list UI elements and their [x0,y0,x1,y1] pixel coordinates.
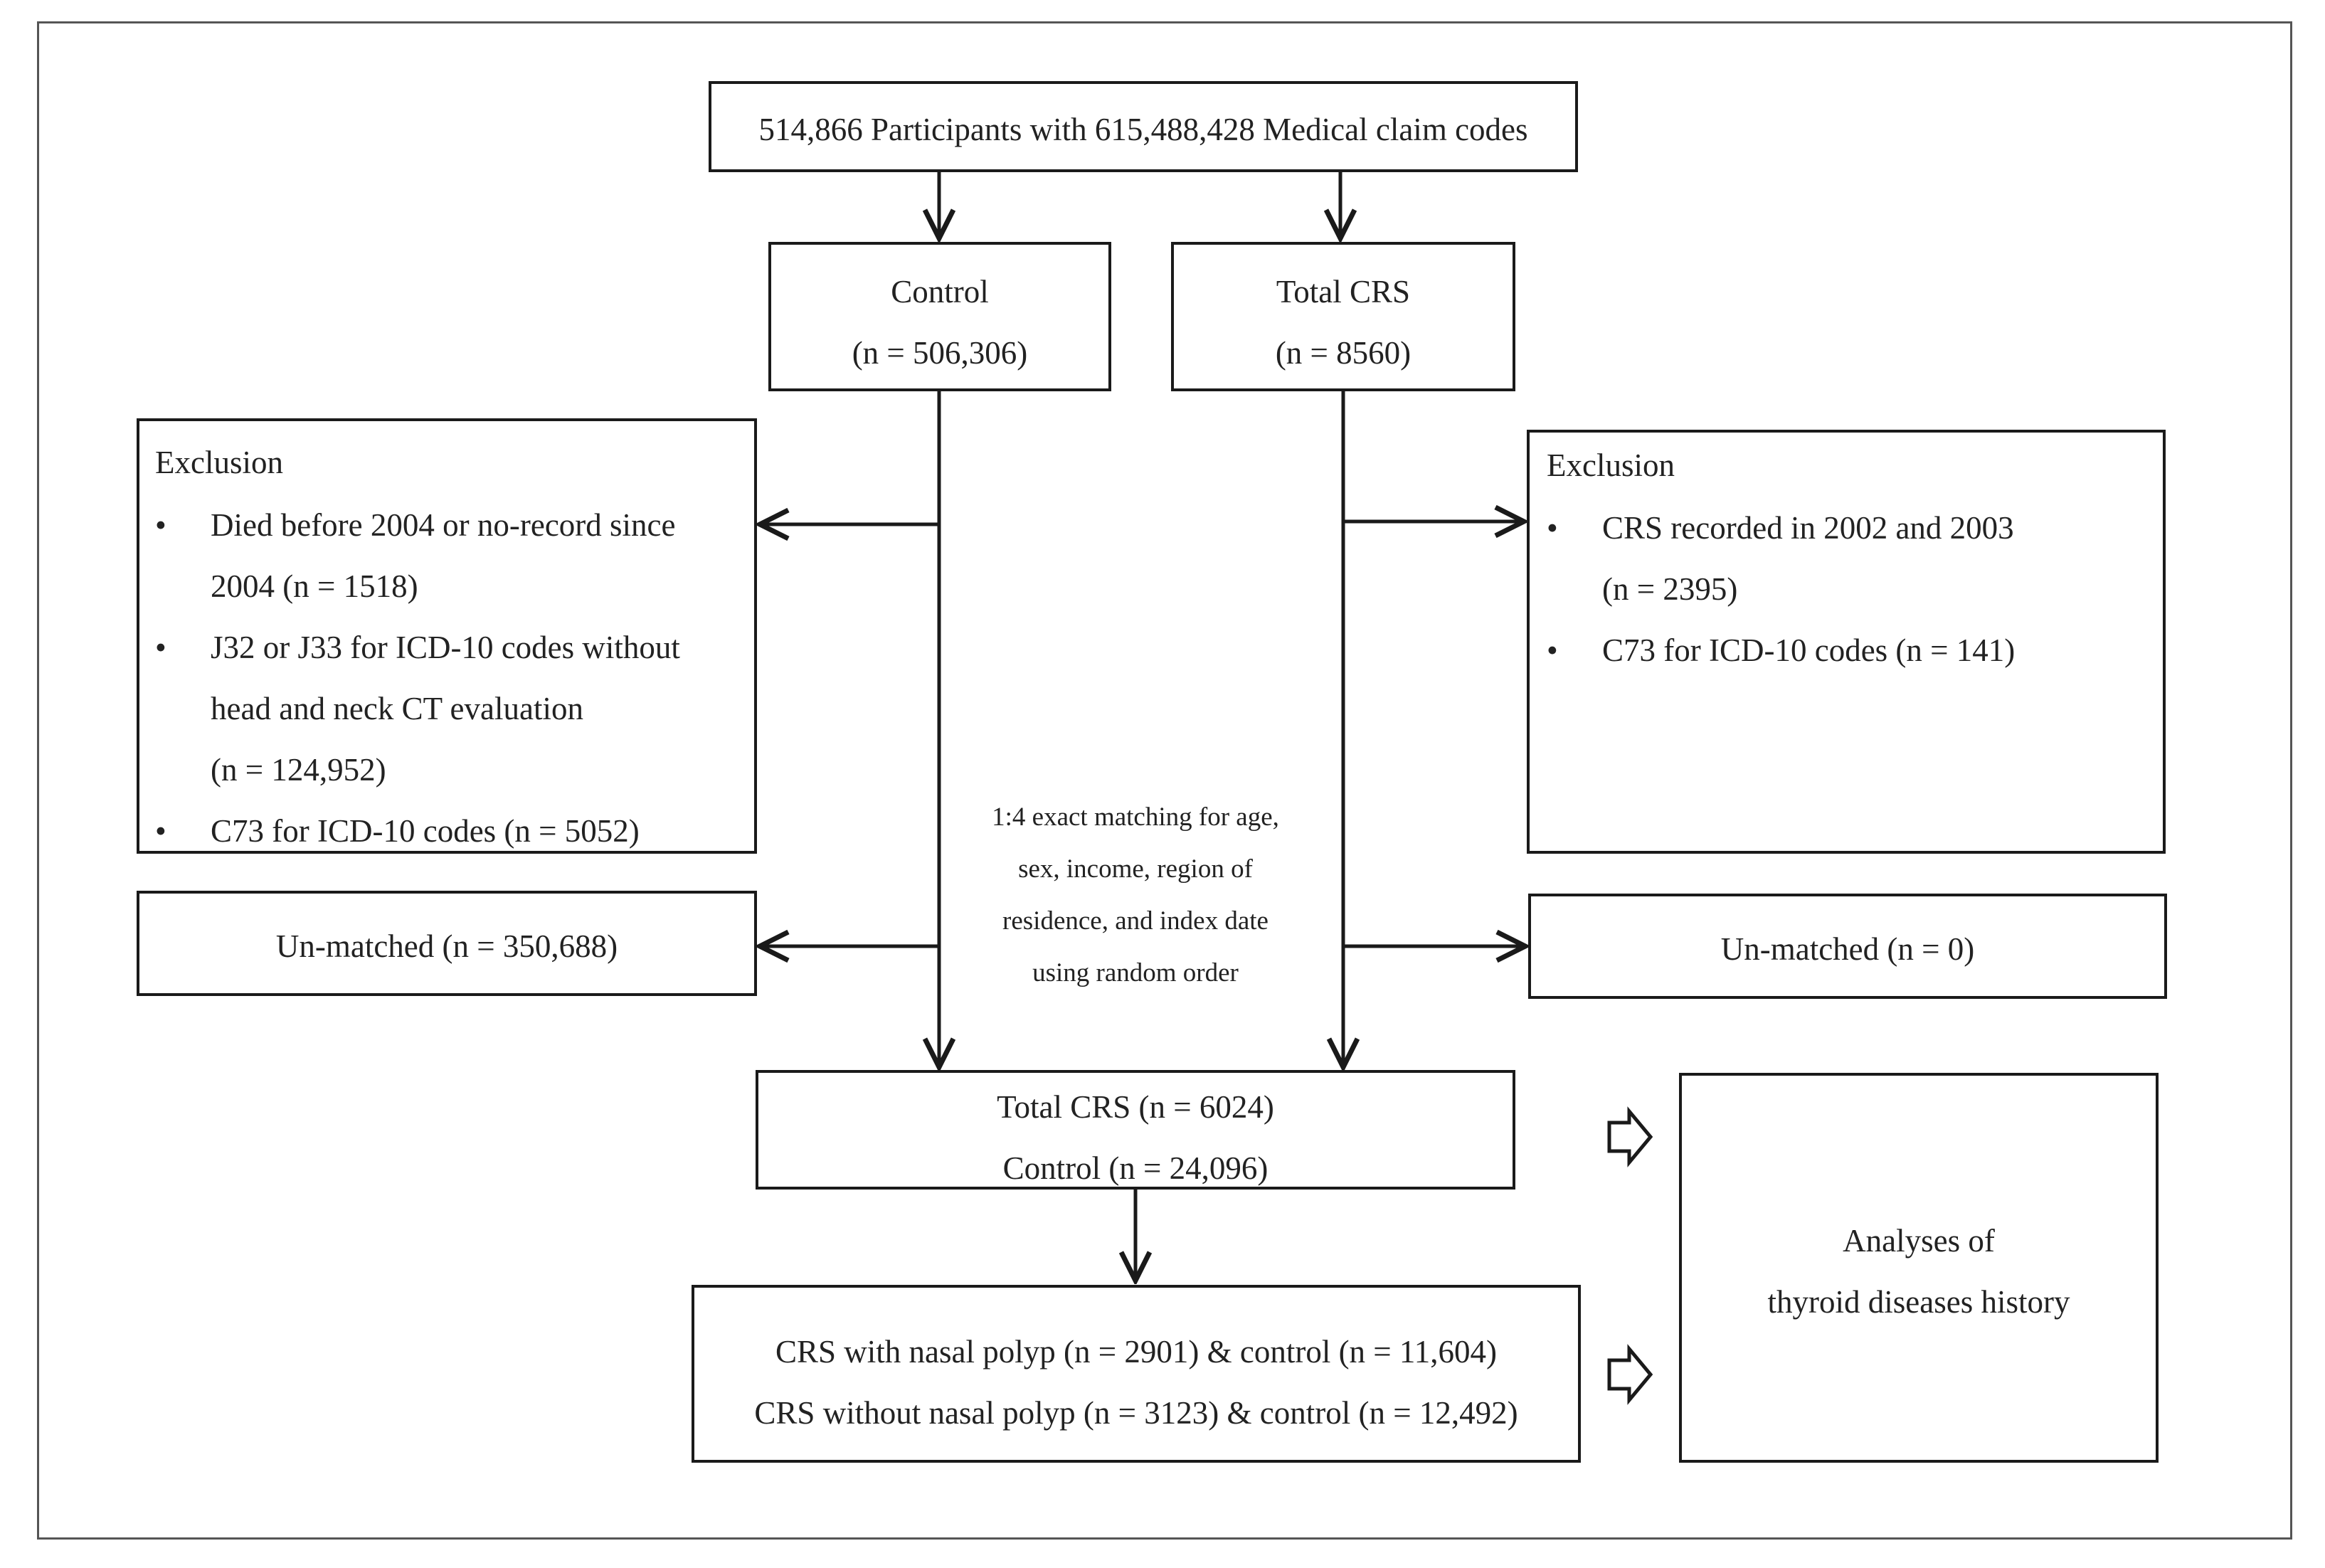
subgroup-with-polyp-label: CRS with nasal polyp (n = 2901) & contro… [775,1334,1498,1370]
exclusion-left-item-2-line-2: head and neck CT evaluation [211,691,583,726]
total-crs-count: (n = 8560) [1275,335,1412,371]
participants-box: 514,866 Participants with 615,488,428 Me… [709,81,1578,172]
matching-note: 1:4 exact matching for age, sex, income,… [958,791,1313,999]
total-crs-title: Total CRS [1276,274,1411,309]
exclusion-left-item-3-line-1: C73 for ICD-10 codes (n = 5052) [211,813,640,849]
figure-border [37,21,2292,1540]
exclusion-left-item-1-line-2: 2004 (n = 1518) [211,568,418,604]
control-count: (n = 506,306) [852,335,1028,371]
analyses-label-line-1: Analyses of [1843,1223,1995,1259]
exclusion-left-item-1-line-1: Died before 2004 or no-record since [211,507,676,543]
exclusion-left-item-2-line-1: J32 or J33 for ICD-10 codes without [211,630,680,665]
matching-note-line-3: residence, and index date [1002,906,1269,936]
matched-crs-label: Total CRS (n = 6024) [997,1089,1274,1125]
unmatched-left-box: Un-matched (n = 350,688) [137,891,757,996]
control-box: Control (n = 506,306) [768,242,1111,391]
bullet-icon: • [155,630,166,665]
participants-label: 514,866 Participants with 615,488,428 Me… [758,112,1528,147]
control-title: Control [891,274,989,309]
subgroups-box: CRS with nasal polyp (n = 2901) & contro… [692,1285,1581,1463]
exclusion-left-box: Exclusion • Died before 2004 or no-recor… [137,418,757,854]
total-crs-box: Total CRS (n = 8560) [1171,242,1515,391]
matching-note-line-2: sex, income, region of [1018,854,1253,884]
exclusion-right-item-1-line-1: CRS recorded in 2002 and 2003 [1602,510,2014,546]
bullet-icon: • [155,507,166,543]
matching-note-line-4: using random order [1032,958,1239,987]
exclusion-right-heading: Exclusion [1547,447,1675,483]
exclusion-right-box: Exclusion • CRS recorded in 2002 and 200… [1527,430,2166,854]
block-arrow-right-icon [1607,1106,1653,1167]
bullet-icon: • [1547,510,1558,546]
exclusion-right-item-1-line-2: (n = 2395) [1602,571,1738,607]
bullet-icon: • [1547,632,1558,668]
matching-note-line-1: 1:4 exact matching for age, [992,802,1279,832]
matched-box: Total CRS (n = 6024) Control (n = 24,096… [756,1070,1515,1190]
subgroup-without-polyp-label: CRS without nasal polyp (n = 3123) & con… [754,1395,1518,1431]
bullet-icon: • [155,813,166,849]
exclusion-left-heading: Exclusion [155,445,283,480]
unmatched-right-label: Un-matched (n = 0) [1720,931,1975,967]
matched-control-label: Control (n = 24,096) [1002,1150,1269,1186]
exclusion-right-item-2-line-1: C73 for ICD-10 codes (n = 141) [1602,632,2016,668]
unmatched-left-label: Un-matched (n = 350,688) [275,928,618,964]
analyses-label-line-2: thyroid diseases history [1767,1284,2070,1320]
block-arrow-right-icon [1607,1344,1653,1405]
analyses-box: Analyses of thyroid diseases history [1679,1073,2159,1463]
unmatched-right-box: Un-matched (n = 0) [1528,894,2167,999]
exclusion-left-item-2-line-3: (n = 124,952) [211,752,386,788]
